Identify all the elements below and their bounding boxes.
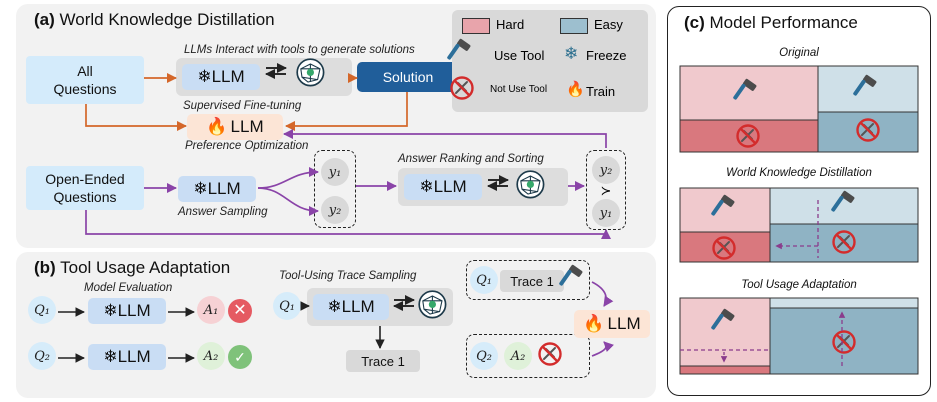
answer-a1: A₁	[197, 296, 225, 324]
solution-box: Solution	[357, 62, 459, 92]
easy-sample-a2: A₂	[504, 342, 532, 370]
freeze-icon: ❄	[327, 297, 342, 316]
freeze-icon: ❄	[419, 177, 434, 196]
legend-not-use-tool-label: Not Use Tool	[490, 84, 548, 95]
llm-box-trace: ❄LLM	[313, 294, 389, 320]
legend-hard-label: Hard	[496, 17, 525, 32]
panel-b-title: (b) Tool Usage Adaptation	[34, 258, 231, 277]
train-icon: 🔥	[583, 314, 605, 333]
answer-y1: y₁	[321, 158, 349, 186]
fire-icon: 🔥	[566, 81, 585, 98]
llm-box-eval-1: ❄LLM	[88, 298, 166, 324]
preferred-over-symbol: ≻	[600, 183, 612, 198]
question-q1-trace: Q₁	[273, 292, 301, 320]
ranked-y2: y₂	[592, 156, 620, 184]
answer-a2: A₂	[197, 342, 225, 370]
wrong-icon: ✕	[228, 299, 252, 323]
legend-easy-label: Easy	[594, 17, 623, 32]
hammer-icon	[462, 42, 488, 68]
legend-train-label: Train	[586, 84, 616, 99]
correct-icon: ✓	[228, 345, 252, 369]
tool-icon	[312, 63, 340, 91]
easy-sample-group	[466, 334, 590, 378]
legend-freeze-label: Freeze	[586, 48, 627, 63]
llm-box-frozen: ❄LLM	[182, 64, 260, 90]
hard-sample-group	[466, 260, 590, 300]
question-q2: Q₂	[28, 342, 56, 370]
freeze-icon: ❄	[197, 67, 212, 86]
ranked-y1: y₁	[592, 199, 620, 227]
trace-1-output: Trace 1	[346, 350, 420, 372]
panel-c-title: (c) Model Performance	[684, 13, 858, 32]
caption-answer-ranking: Answer Ranking and Sorting	[398, 153, 544, 165]
caption-sft: Supervised Fine-tuning	[183, 100, 302, 112]
legend-use-tool-label: Use Tool	[494, 48, 545, 63]
caption-preference-optimization: Preference Optimization	[185, 140, 309, 152]
label-original: Original	[779, 47, 819, 59]
label-wkd: World Knowledge Distillation	[726, 167, 872, 179]
hard-sample-trace: Trace 1	[500, 270, 564, 292]
caption-trace-sampling: Tool-Using Trace Sampling	[279, 270, 417, 282]
freeze-icon: ❄	[103, 301, 118, 320]
panel-tool-usage-adaptation: (b) Tool Usage Adaptation Model Evaluati…	[16, 252, 656, 398]
label-tua: Tool Usage Adaptation	[741, 279, 857, 291]
legend-hard-swatch	[462, 18, 490, 34]
freeze-icon: ❄	[103, 347, 118, 366]
answer-y2: y₂	[321, 196, 349, 224]
open-ended-questions-box: Open-Ended Questions	[26, 166, 144, 210]
panel-a-title: (a) World Knowledge Distillation	[34, 10, 275, 29]
panel-world-knowledge-distillation: (a) World Knowledge Distillation LLMs In…	[16, 4, 656, 248]
no-tool-icon	[462, 78, 486, 102]
llm-box-ranking: ❄LLM	[404, 174, 482, 200]
llm-box-train-b: 🔥LLM	[574, 310, 650, 338]
easy-sample-q2: Q₂	[470, 342, 498, 370]
snowflake-icon: ❄	[564, 44, 579, 63]
panel-model-performance: (c) Model Performance Original World Kno…	[667, 6, 931, 396]
llm-box-train: 🔥LLM	[187, 114, 283, 140]
question-q1: Q₁	[28, 296, 56, 324]
caption-model-evaluation: Model Evaluation	[84, 282, 173, 294]
caption-answer-sampling: Answer Sampling	[178, 206, 268, 218]
hard-sample-q1: Q₁	[470, 266, 498, 294]
all-questions-box: All Questions	[26, 56, 144, 104]
train-icon: 🔥	[206, 117, 228, 136]
llm-box-sampling: ❄LLM	[178, 176, 256, 202]
caption-tools-interaction: LLMs Interact with tools to generate sol…	[184, 44, 415, 56]
freeze-icon: ❄	[193, 179, 208, 198]
legend: Hard Easy Use Tool ❄ Freeze Not Use Tool…	[452, 10, 648, 112]
legend-easy-swatch	[560, 18, 588, 34]
llm-box-eval-2: ❄LLM	[88, 344, 166, 370]
